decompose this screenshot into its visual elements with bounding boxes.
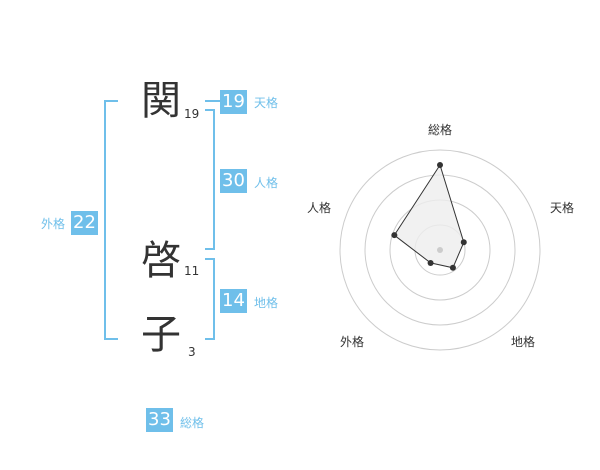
jinkaku-bracket-top xyxy=(205,109,215,111)
radar-point-2 xyxy=(460,239,467,246)
radar-point-5 xyxy=(391,232,398,239)
radar-area xyxy=(393,163,465,269)
gaikaku-bracket-top xyxy=(104,100,118,102)
gaikaku-bracket-bottom xyxy=(104,338,118,340)
radar-axis-label-tenkaku: 天格 xyxy=(550,201,575,215)
soukaku-label: 総格 xyxy=(180,416,205,430)
name-char-1: 関 xyxy=(141,78,181,124)
radar-point-1 xyxy=(437,162,443,168)
soukaku-value: 33 xyxy=(146,408,173,432)
radar-axis-label-gaikaku: 外格 xyxy=(340,335,365,349)
gaikaku-value: 22 xyxy=(71,211,98,235)
radar-point-4 xyxy=(427,259,434,266)
stroke-count-2: 11 xyxy=(184,264,200,278)
stroke-count-1: 19 xyxy=(184,107,200,121)
chikaku-bracket-bottom xyxy=(205,338,215,340)
jinkaku-label: 人格 xyxy=(254,176,279,190)
gaikaku-label: 外格 xyxy=(41,217,66,231)
stroke-count-3: 3 xyxy=(188,345,196,359)
radar-axis-label-jinkaku: 人格 xyxy=(307,201,332,215)
radar-center-dot xyxy=(437,247,443,253)
gaikaku-bracket-vertical xyxy=(104,100,106,340)
chikaku-bracket-top xyxy=(205,258,215,260)
jinkaku-bracket-vertical xyxy=(213,109,215,250)
tenkaku-value: 19 xyxy=(220,90,247,114)
radar-ring xyxy=(339,149,541,351)
name-char-2: 啓 xyxy=(141,238,181,284)
radar-point-3 xyxy=(449,264,456,271)
radar-axis-label-chikaku: 地格 xyxy=(511,335,536,349)
name-char-3: 子 xyxy=(141,312,181,358)
jinkaku-value: 30 xyxy=(220,169,247,193)
tenkaku-connector xyxy=(205,100,220,102)
chikaku-bracket-vertical xyxy=(213,258,215,340)
chikaku-value: 14 xyxy=(220,289,247,313)
jinkaku-bracket-bottom xyxy=(205,248,215,250)
chikaku-label: 地格 xyxy=(254,296,279,310)
tenkaku-label: 天格 xyxy=(254,96,279,110)
radar-axis-label-soukaku: 総格 xyxy=(428,123,453,137)
